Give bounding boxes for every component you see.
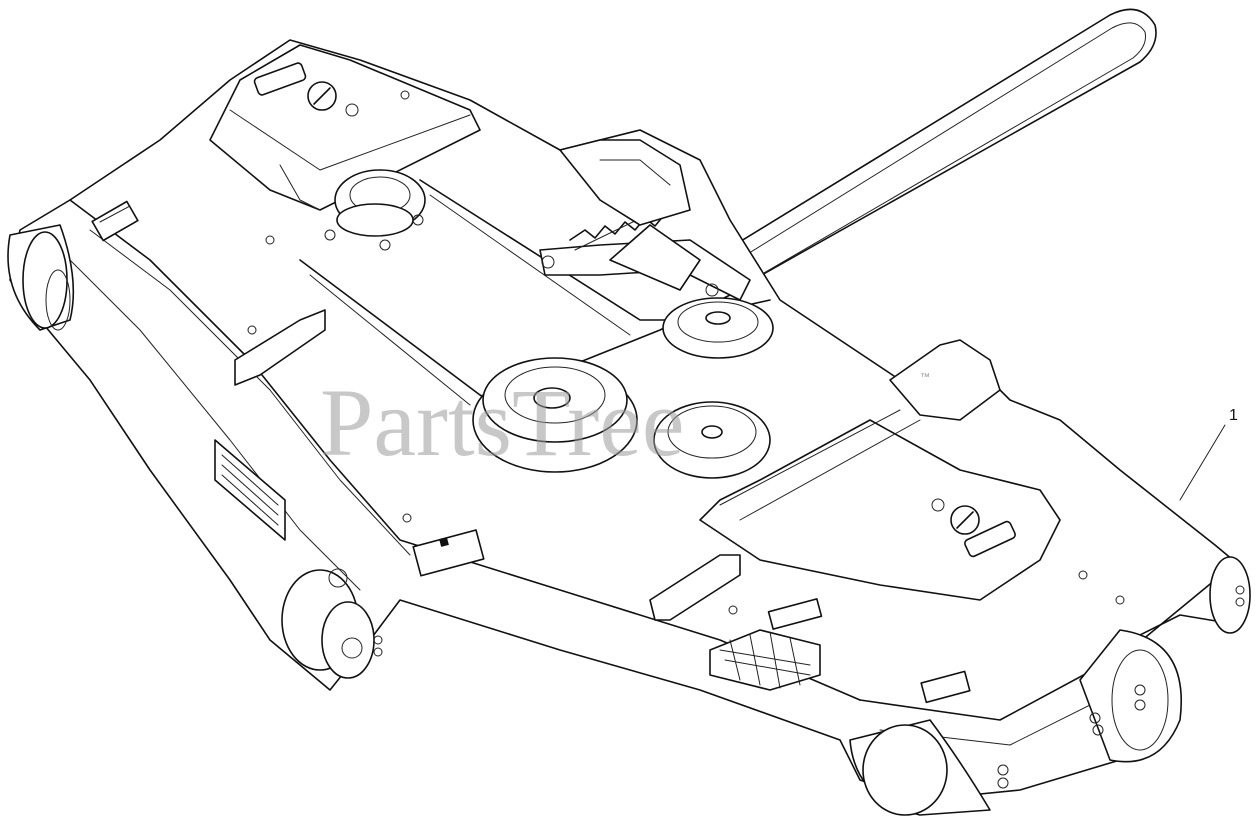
left-spindle-cover (209, 44, 481, 211)
left-roller (7, 224, 75, 331)
decal-front (412, 529, 485, 577)
decal-safety (767, 598, 823, 630)
idler-arm (539, 224, 751, 301)
callout-1-label: 1 (1229, 407, 1238, 424)
tensioner-pulley (662, 297, 774, 359)
left-spindle-pulley (334, 169, 426, 237)
right-spindle-cover (699, 409, 1061, 601)
fasteners (247, 214, 1146, 789)
right-roller (1209, 556, 1251, 634)
decal-side (214, 439, 286, 541)
drive-belt (709, 8, 1157, 291)
decal-right (920, 670, 971, 704)
right-bracket (889, 339, 1001, 421)
front-center-bracket (649, 554, 741, 621)
watermark-trademark: ™ (920, 372, 930, 383)
callout-1-leader (1179, 424, 1226, 501)
spring-bracket (559, 139, 691, 226)
decal-grid (709, 629, 821, 691)
watermark-text: PartsTree (320, 369, 684, 476)
watermark: PartsTree ™ (320, 369, 930, 476)
front-left-bracket (234, 309, 326, 386)
idler-pulley (653, 401, 771, 479)
callout-1: 1 (1179, 407, 1238, 501)
front-right-roller (849, 629, 1182, 816)
decal-left (91, 200, 139, 242)
center-spindle-pulley (472, 357, 638, 473)
